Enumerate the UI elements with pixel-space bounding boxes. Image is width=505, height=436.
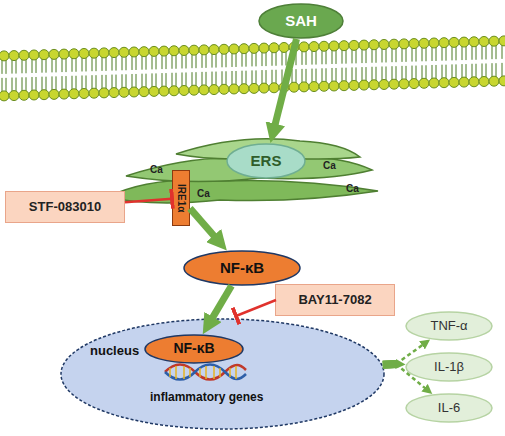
node-text: BAY11-7082 xyxy=(298,293,371,307)
dna-helix xyxy=(165,365,246,380)
node-text: IRE1α xyxy=(176,184,187,212)
connector-arrow xyxy=(125,199,172,203)
gene-label: inflammatory genes xyxy=(150,390,263,404)
factor-ellipse: NF-κB xyxy=(144,334,244,364)
cell-membrane xyxy=(0,36,505,101)
connector-arrow xyxy=(383,364,402,366)
node-text: STF-083010 xyxy=(29,200,101,214)
node-text: IL-1β xyxy=(434,360,464,374)
node-text: NF-κB xyxy=(220,260,264,277)
cytokine-ellipse: IL-1β xyxy=(405,352,493,382)
inhibition-line xyxy=(236,300,276,316)
ion-label: Ca xyxy=(323,160,336,171)
inhibitor-box: BAY11-7082 xyxy=(275,284,395,316)
receptor-box: IRE1α xyxy=(172,170,190,226)
connector-arrow xyxy=(190,208,219,241)
node-text: TNF-α xyxy=(430,319,467,333)
ion-label: Ca xyxy=(346,183,359,194)
ion-label: Ca xyxy=(197,188,210,199)
node-text: NF-κB xyxy=(173,341,214,356)
factor-ellipse: NF-κB xyxy=(183,250,301,286)
connector-arrow xyxy=(383,364,429,392)
cytokine-ellipse: TNF-α xyxy=(405,311,493,341)
node-text: ERS xyxy=(251,153,282,170)
node-text: nucleus xyxy=(90,344,139,358)
ellipse-outline xyxy=(60,318,385,430)
connector-arrow xyxy=(383,342,427,365)
inhibitor-box: STF-083010 xyxy=(5,191,125,223)
connector-arrow xyxy=(273,39,296,132)
connector-arrow xyxy=(209,286,232,324)
ion-label: Ca xyxy=(150,164,163,175)
endoplasmic-reticulum xyxy=(108,139,378,203)
stimulus-ellipse: SAH xyxy=(258,3,344,39)
nucleus-ellipse: nucleus NF-κB xyxy=(60,318,385,430)
node-text: IL-6 xyxy=(438,401,460,415)
cytokine-ellipse: IL-6 xyxy=(405,393,493,423)
node-text: SAH xyxy=(285,13,317,30)
stress-ellipse: ERS xyxy=(226,143,306,179)
